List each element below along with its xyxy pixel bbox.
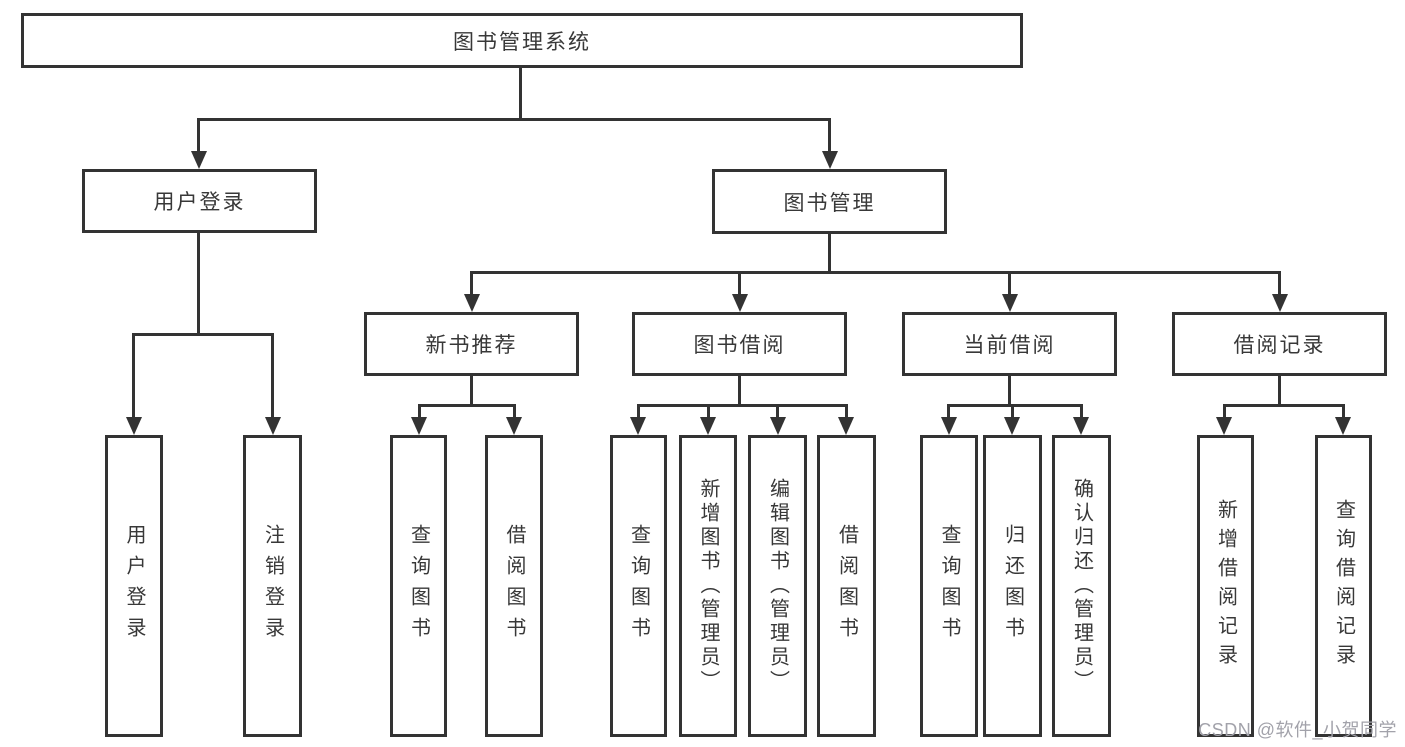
connector-drop — [513, 404, 516, 419]
csdn-watermark: CSDN @软件_小贺同学 — [1198, 720, 1397, 740]
arrowhead-down — [822, 151, 838, 169]
leaf-borrow-borrow-book: 借阅图书 — [817, 435, 876, 737]
node-new-book-recommend-label: 新书推荐 — [425, 334, 518, 357]
connector-root-hbar — [197, 118, 831, 121]
arrowhead-down — [838, 417, 854, 435]
connector-drop — [1011, 404, 1014, 419]
leaf-borrow-query-book-label: 查询图书 — [627, 524, 650, 648]
leaf-cur-return-book-label: 归还图书 — [1001, 524, 1024, 648]
arrowhead-down — [1272, 294, 1288, 312]
leaf-borrow-edit-book-admin-label: 编辑图书（管理员） — [766, 478, 789, 694]
leaf-rec-borrow-book-label: 借阅图书 — [503, 524, 525, 648]
arrowhead-down — [630, 417, 646, 435]
arrowhead-down — [1002, 294, 1018, 312]
connector-drop — [1223, 404, 1226, 419]
leaf-user-login-label: 用户登录 — [123, 524, 145, 648]
leaf-borrow-edit-book-admin: 编辑图书（管理员） — [748, 435, 807, 737]
leaf-user-login: 用户登录 — [105, 435, 163, 737]
node-borrow-record: 借阅记录 — [1172, 312, 1387, 376]
leaf-borrow-query-book: 查询图书 — [610, 435, 667, 737]
connector-hbar — [1223, 404, 1345, 407]
arrowhead-down — [700, 417, 716, 435]
connector-drop — [1342, 404, 1345, 419]
connector-drop — [1008, 271, 1011, 297]
leaf-cur-confirm-return-admin-label: 确认归还（管理员） — [1070, 478, 1093, 694]
node-root-system: 图书管理系统 — [21, 13, 1023, 68]
leaf-record-add-label: 新增借阅记录 — [1214, 499, 1237, 673]
leaf-cur-query-book: 查询图书 — [920, 435, 978, 737]
connector-drop — [470, 271, 473, 297]
connector-drop — [845, 404, 848, 419]
leaf-record-add: 新增借阅记录 — [1197, 435, 1254, 737]
connector-stem — [1278, 376, 1281, 407]
node-current-borrow-label: 当前借阅 — [963, 334, 1056, 357]
connector-stem — [738, 376, 741, 407]
node-book-borrow-label: 图书借阅 — [693, 334, 786, 357]
node-root-label: 图书管理系统 — [453, 30, 591, 54]
leaf-rec-query-book: 查询图书 — [390, 435, 447, 737]
arrowhead-down — [265, 417, 281, 435]
connector-drop — [738, 271, 741, 297]
connector-drop — [1278, 271, 1281, 297]
arrowhead-down — [1004, 417, 1020, 435]
arrowhead-down — [1216, 417, 1232, 435]
connector-root-stem — [519, 68, 522, 120]
leaf-cur-confirm-return-admin: 确认归还（管理员） — [1052, 435, 1111, 737]
arrowhead-down — [126, 417, 142, 435]
connector-drop — [1080, 404, 1083, 419]
leaf-cur-query-book-label: 查询图书 — [938, 524, 960, 648]
arrowhead-down — [1073, 417, 1089, 435]
connector-drop — [707, 404, 710, 419]
connector-bookmgmt-stem — [828, 234, 831, 274]
connector-stem — [470, 376, 473, 407]
node-new-book-recommend: 新书推荐 — [364, 312, 579, 376]
leaf-borrow-borrow-book-label: 借阅图书 — [835, 524, 858, 648]
connector-drop — [828, 118, 831, 152]
leaf-rec-borrow-book: 借阅图书 — [485, 435, 543, 737]
node-user-login: 用户登录 — [82, 169, 317, 233]
node-borrow-record-label: 借阅记录 — [1233, 334, 1326, 357]
leaf-borrow-add-book-admin: 新增图书（管理员） — [679, 435, 737, 737]
arrowhead-down — [1335, 417, 1351, 435]
connector-drop — [132, 333, 135, 417]
node-current-borrow: 当前借阅 — [902, 312, 1117, 376]
connector-drop — [947, 404, 950, 419]
leaf-logout: 注销登录 — [243, 435, 302, 737]
node-book-borrow: 图书借阅 — [632, 312, 847, 376]
leaf-logout-label: 注销登录 — [261, 524, 284, 648]
arrowhead-down — [464, 294, 480, 312]
leaf-borrow-add-book-admin-label: 新增图书（管理员） — [697, 478, 719, 694]
leaf-record-query-label: 查询借阅记录 — [1332, 499, 1355, 673]
leaf-record-query: 查询借阅记录 — [1315, 435, 1372, 737]
leaf-rec-query-book-label: 查询图书 — [407, 524, 430, 648]
connector-drop — [271, 333, 274, 417]
arrowhead-down — [770, 417, 786, 435]
connector-hbar — [418, 404, 516, 407]
connector-userlogin-hbar — [132, 333, 274, 336]
connector-hbar — [947, 404, 1083, 407]
connector-bookmgmt-hbar — [470, 271, 1281, 274]
connector-drop — [418, 404, 421, 419]
arrowhead-down — [732, 294, 748, 312]
arrowhead-down — [191, 151, 207, 169]
connector-hbar — [637, 404, 848, 407]
connector-drop — [776, 404, 779, 419]
node-user-login-label: 用户登录 — [153, 191, 246, 214]
leaf-cur-return-book: 归还图书 — [983, 435, 1042, 737]
connector-drop — [197, 118, 200, 152]
node-book-management-label: 图书管理 — [783, 191, 876, 215]
connector-drop — [637, 404, 640, 419]
arrowhead-down — [941, 417, 957, 435]
arrowhead-down — [411, 417, 427, 435]
connector-userlogin-stem — [197, 233, 200, 336]
connector-stem — [1008, 376, 1011, 407]
node-book-management: 图书管理 — [712, 169, 947, 234]
arrowhead-down — [506, 417, 522, 435]
